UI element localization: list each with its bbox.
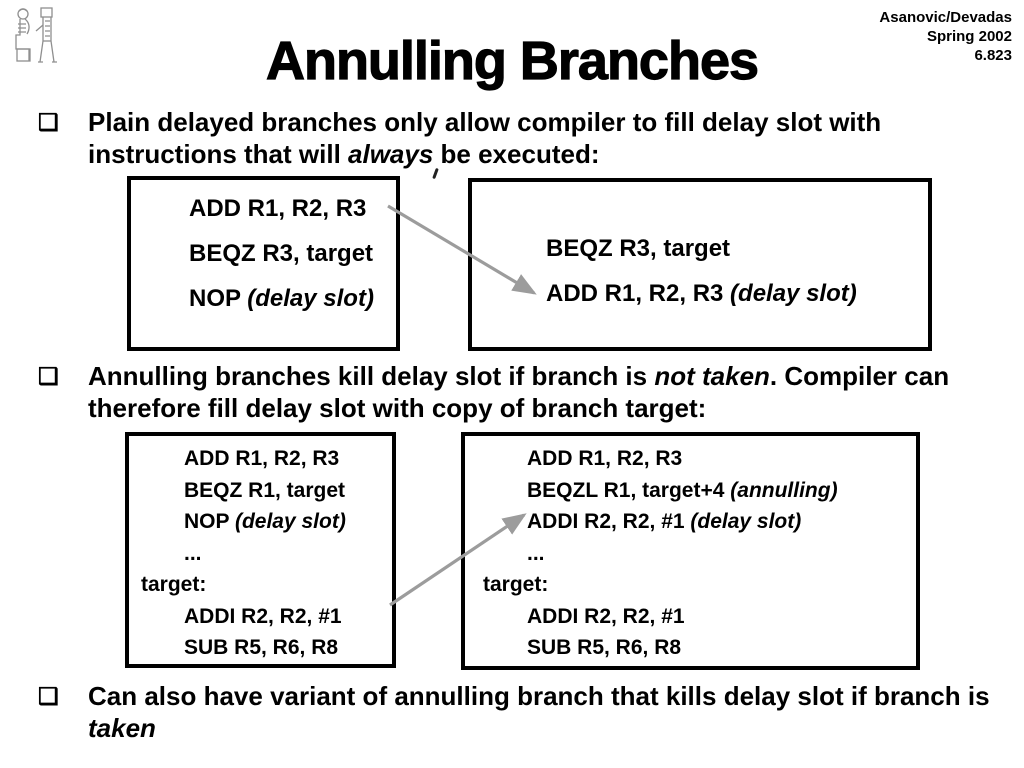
bullet-square-icon: ❑: [38, 109, 59, 135]
bullet-3-emphasis: taken: [88, 713, 156, 743]
code-label-line: target:: [483, 573, 549, 596]
bullet-3-pre: Can also have variant of annulling branc…: [88, 681, 990, 711]
code-line: SUB R5, R6, R8: [527, 636, 682, 659]
code-line: BEQZ R1, target: [184, 478, 346, 502]
annulling-before-box: ADD R1, R2, R3 BEQZ R1, target NOP (dela…: [125, 432, 396, 668]
bullet-square-icon: ❑: [38, 683, 59, 709]
credits-term: Spring 2002: [926, 28, 1012, 45]
plain-delay-after-box: BEQZ R3, target ADD R1, R2, R3 (delay sl…: [468, 178, 932, 351]
bullet-square-icon: ❑: [38, 363, 59, 389]
bullet-text-2: Annulling branches kill delay slot if br…: [88, 360, 1006, 424]
code-line: ADD R1, R2, R3: [184, 447, 340, 470]
bullet-text-1: Plain delayed branches only allow compil…: [88, 106, 1006, 170]
code-line: ADDI R2, R2, #1: [184, 604, 342, 628]
code-line: NOP (delay slot): [184, 510, 346, 533]
code-line: ADD R1, R2, R3 (delay slot): [546, 280, 857, 307]
credits-course-number: 6.823: [974, 47, 1012, 64]
code-line: BEQZL R1, target+4 (annulling): [527, 478, 838, 502]
annulling-after-box: ADD R1, R2, R3 BEQZL R1, target+4 (annul…: [461, 432, 920, 670]
bullet-item-3: ❑ Can also have variant of annulling bra…: [38, 680, 1008, 744]
bullet-1-post: be executed:: [433, 139, 600, 169]
code-line: SUB R5, R6, R8: [184, 636, 339, 659]
scribes-logo-icon: [15, 7, 57, 63]
code-line: BEQZ R3, target: [546, 235, 731, 262]
bullet-item-2: ❑ Annulling branches kill delay slot if …: [38, 360, 1008, 424]
code-line: ADD R1, R2, R3: [189, 195, 367, 222]
code-line: ...: [184, 541, 202, 565]
bullet-item-1: ❑ Plain delayed branches only allow comp…: [38, 106, 1008, 170]
code-line: NOP (delay slot): [189, 285, 374, 312]
code-line: ADDI R2, R2, #1 (delay slot): [527, 510, 802, 533]
bullet-1-pre: Plain delayed branches only allow compil…: [88, 107, 882, 169]
slide-title: Annulling Branches: [265, 30, 759, 91]
bullet-1-emphasis: always: [348, 139, 434, 169]
credits-authors: Asanovic/Devadas: [879, 9, 1012, 26]
bullet-2-pre: Annulling branches kill delay slot if br…: [88, 361, 655, 391]
code-line: ADDI R2, R2, #1: [527, 604, 685, 628]
course-credits: Asanovic/Devadas Spring 2002 6.823: [879, 8, 1012, 65]
bullet-2-post: . Compiler can therefore fill delay slot…: [88, 361, 950, 423]
bullet-2-emphasis: not taken: [654, 361, 770, 391]
code-line: ...: [527, 541, 545, 565]
code-label-line: target:: [141, 573, 207, 596]
bullet-text-3: Can also have variant of annulling branc…: [88, 680, 1006, 744]
code-line: ADD R1, R2, R3: [527, 447, 683, 470]
plain-delay-before-box: ADD R1, R2, R3 BEQZ R3, target NOP (dela…: [127, 176, 400, 351]
code-line: BEQZ R3, target: [189, 240, 374, 267]
